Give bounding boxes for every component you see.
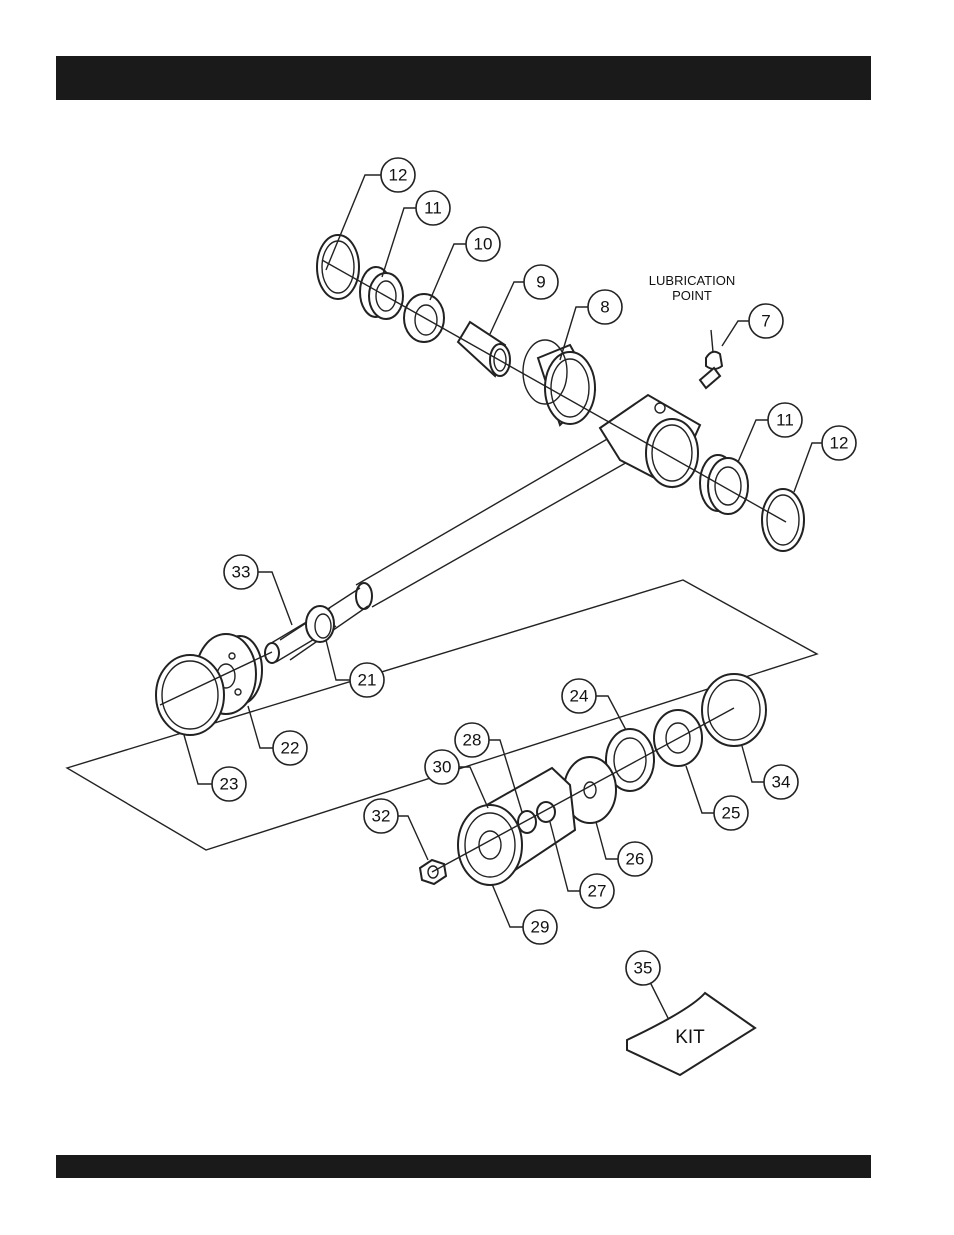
upper-axis-line [322, 260, 786, 522]
part-35-kit: KIT [627, 993, 755, 1075]
callout-32: 32 [364, 799, 428, 860]
callout-22: 22 [248, 706, 307, 765]
callout-10: 10 [430, 227, 500, 300]
part-28-small-o-ring [518, 811, 536, 833]
callout-23: 23 [184, 735, 246, 801]
svg-text:32: 32 [372, 807, 391, 826]
callout-9: 9 [490, 265, 558, 334]
svg-text:22: 22 [281, 739, 300, 758]
part-8-bushing [523, 340, 595, 425]
callout-11-right: 11 [738, 403, 802, 462]
callout-11-left: 11 [382, 191, 450, 277]
svg-text:7: 7 [761, 312, 770, 331]
svg-text:9: 9 [536, 273, 545, 292]
svg-text:12: 12 [830, 434, 849, 453]
svg-text:26: 26 [626, 850, 645, 869]
svg-text:28: 28 [463, 731, 482, 750]
svg-text:30: 30 [433, 758, 452, 777]
kit-label: KIT [675, 1027, 705, 1048]
part-34-ring [702, 674, 766, 746]
callout-29: 29 [492, 884, 557, 944]
svg-text:8: 8 [600, 298, 609, 317]
axle-housing [600, 395, 700, 487]
svg-text:29: 29 [531, 918, 550, 937]
svg-text:11: 11 [776, 411, 794, 430]
callout-12-right: 12 [794, 426, 856, 492]
svg-text:12: 12 [389, 166, 408, 185]
callout-35: 35 [626, 951, 668, 1018]
lubrication-label-line2: POINT [672, 288, 712, 303]
callout-25: 25 [686, 766, 748, 830]
part-12-ring-left [317, 235, 359, 299]
svg-text:25: 25 [722, 804, 741, 823]
callout-33: 33 [224, 555, 292, 625]
part-11-bearing-right [700, 455, 748, 514]
svg-text:35: 35 [634, 959, 653, 978]
svg-text:21: 21 [358, 671, 377, 690]
svg-text:33: 33 [232, 563, 251, 582]
callout-7: 7 [722, 304, 783, 346]
svg-text:27: 27 [588, 882, 607, 901]
svg-text:10: 10 [474, 235, 493, 254]
part-23-o-ring [156, 655, 224, 735]
callout-34: 34 [742, 746, 798, 799]
part-7-grease-fitting [700, 330, 722, 388]
part-9-sleeve [458, 322, 510, 376]
svg-text:24: 24 [570, 687, 589, 706]
svg-text:11: 11 [424, 199, 442, 218]
part-21-collar [306, 606, 334, 642]
svg-text:34: 34 [772, 773, 791, 792]
lubrication-label-line1: LUBRICATION [649, 273, 735, 288]
callout-24: 24 [562, 679, 626, 730]
callout-30: 30 [425, 750, 488, 808]
callout-21: 21 [326, 640, 384, 697]
axle-shaft [280, 420, 652, 660]
callout-26: 26 [596, 822, 652, 876]
svg-text:23: 23 [220, 775, 239, 794]
part-27-bushing [537, 802, 555, 822]
